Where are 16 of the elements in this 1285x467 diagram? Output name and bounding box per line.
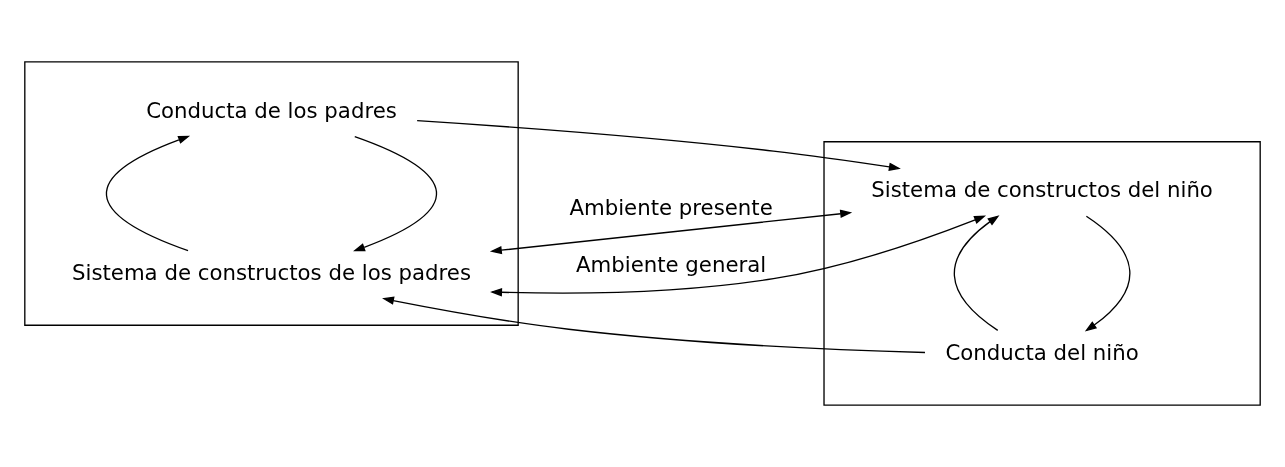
arrow <box>490 215 987 297</box>
arrow <box>953 215 1000 332</box>
node-text: Sistema de constructos de los padres <box>71 259 471 285</box>
node-text: Conducta de los padres <box>146 97 397 123</box>
node-text: Conducta del niño <box>945 339 1139 365</box>
cluster <box>823 141 1261 406</box>
node-text: Sistema de constructos del niño <box>871 177 1213 203</box>
arrow <box>1084 215 1131 332</box>
arrow <box>489 209 853 255</box>
arrow <box>382 296 926 354</box>
edge-label: Ambiente general <box>575 251 767 277</box>
arrow <box>416 120 901 171</box>
arrow <box>105 135 191 252</box>
edge-label: Ambiente presente <box>569 194 773 220</box>
arrow <box>353 135 438 252</box>
cluster <box>24 61 519 326</box>
